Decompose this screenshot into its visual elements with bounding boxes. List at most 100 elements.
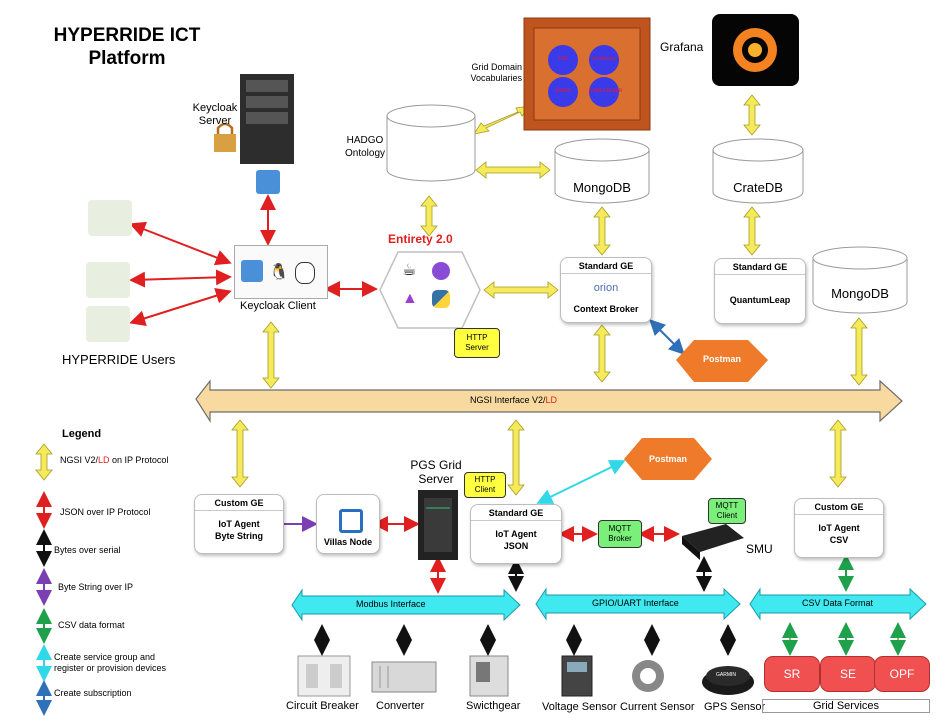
- postman-mid-label: Postman: [648, 454, 687, 464]
- vocab-graphic: [523, 17, 651, 131]
- json-agent-header: Standard GE: [488, 508, 544, 518]
- keycloak-server-graphic: [240, 74, 294, 194]
- pgs-server-graphic: [418, 490, 458, 560]
- circuit-breaker-label: Circuit Breaker: [286, 700, 359, 712]
- current-sensor-label: Current Sensor: [620, 701, 695, 713]
- orion-header: Standard GE: [578, 261, 634, 271]
- circuit-breaker-graphic: [297, 655, 351, 697]
- mongodb-right-label: MongoDB: [831, 286, 889, 301]
- villas-label: Villas Node: [323, 537, 373, 547]
- byte-agent-divider: [195, 510, 283, 511]
- grid-service-opf: OPF: [874, 656, 930, 692]
- yellow-arrow-bus-byteagent: [231, 419, 249, 488]
- http-client-line2: Client: [474, 485, 496, 494]
- csv-agent-ge-box: Custom GE IoT Agent CSV: [794, 498, 884, 558]
- byte-agent-line1: IoT Agent: [218, 519, 260, 529]
- villas-box: Villas Node: [316, 494, 380, 554]
- csv-agent-divider: [795, 514, 883, 515]
- smu-label: SMU: [746, 542, 773, 556]
- json-agent-divider: [471, 520, 561, 521]
- entirety-hexagon: [379, 251, 481, 329]
- user-desk-icon-1: [88, 200, 132, 236]
- mqtt-broker-line2: Broker: [608, 534, 632, 543]
- mqtt-client-line1: MQTT: [715, 501, 739, 510]
- smu-graphic: [682, 524, 744, 560]
- yellow-arrow-hadgo-entirety: [420, 195, 438, 237]
- vocab-label: Grid Domain Vocabularies: [462, 62, 522, 84]
- grid-services-label: Grid Services: [762, 699, 930, 713]
- json-agent-line2: JSON: [503, 541, 529, 551]
- voltage-sensor-label: Voltage Sensor: [542, 701, 617, 713]
- vocab-item-saref4ener: SAREF4ENER: [589, 88, 623, 94]
- yellow-arrow-entirety-orion: [483, 281, 559, 299]
- csv-format-label: CSV Data Format: [802, 598, 874, 608]
- legend-item-bytes: Bytes over serial: [54, 545, 121, 555]
- orion-name: Context Broker: [573, 304, 639, 314]
- red-arrow-user1: [129, 221, 232, 266]
- byte-agent-ge-box: Custom GE IoT Agent Byte String: [194, 494, 284, 554]
- gpio-bus-arrow: [535, 587, 741, 621]
- byte-agent-header: Custom GE: [214, 498, 264, 508]
- grid-service-sr: SR: [764, 656, 820, 692]
- vocab-item-saref: SAREF: [554, 88, 572, 94]
- legend-item-bytestring: Byte String over IP: [58, 582, 134, 592]
- keycloak-server-line1: Keycloak: [192, 102, 238, 114]
- hadgo-label: HADGO Ontology: [340, 134, 390, 160]
- keycloak-logo-icon: [241, 260, 263, 282]
- kotlin-icon: ▲: [402, 290, 418, 307]
- red-arrow-user2: [129, 269, 232, 288]
- quantumleap-header: Standard GE: [732, 262, 788, 272]
- mongodb-top-cylinder: [554, 138, 650, 204]
- user-desk-icon-2: [86, 262, 130, 298]
- keycloak-client-box: 🐧: [234, 245, 328, 299]
- ngsi-bus-arrow: [195, 379, 903, 424]
- blue-arrow-orion-postman: [649, 319, 685, 355]
- csv-agent-line1: IoT Agent: [818, 523, 860, 533]
- yellow-arrow-orion-bus: [593, 324, 611, 383]
- byte-agent-line2: Byte String: [214, 531, 263, 541]
- python-icon: [432, 290, 450, 308]
- ngsi-bus-text: NGSI Interface V2/: [470, 395, 546, 405]
- http-server-line2: Server: [465, 343, 489, 352]
- current-sensor-graphic: [632, 660, 664, 692]
- hadgo-line2: Ontology: [344, 148, 386, 159]
- modbus-bus-arrow: [291, 588, 521, 622]
- orion-ge-box: Standard GE orion Context Broker: [560, 257, 652, 323]
- cratedb-label: CrateDB: [733, 180, 783, 195]
- yellow-arrow-vocab-hadgo: [473, 105, 531, 135]
- http-client-line1: HTTP: [474, 475, 496, 484]
- keycloak-client-label: Keycloak Client: [240, 300, 316, 312]
- villas-logo-icon: [339, 509, 363, 533]
- csv-bus-arrow: [749, 587, 927, 621]
- gps-sensor-graphic: [702, 666, 754, 695]
- yellow-arrow-hadgo-mongo: [475, 161, 551, 179]
- ngsi-bus-ld: LD: [545, 395, 558, 405]
- switchgear-label: Swicthgear: [466, 700, 521, 712]
- orion-logo: orion: [593, 282, 619, 294]
- grafana-logo: [712, 14, 799, 86]
- vocab-line1: Grid Domain: [471, 62, 522, 72]
- legend-title: Legend: [62, 428, 102, 440]
- yellow-arrow-mongo-right-bus: [850, 317, 868, 386]
- cratedb-cylinder: [712, 138, 804, 204]
- yellow-arrow-crate-ql: [743, 206, 761, 256]
- gps-sensor-label: GPS Sensor: [704, 701, 766, 713]
- postman-mid-hexagon: [624, 438, 712, 480]
- json-agent-line1: IoT Agent: [495, 529, 537, 539]
- csv-agent-line2: CSV: [829, 535, 849, 545]
- pgs-line1: PGS Grid: [410, 458, 462, 472]
- keycloak-server-label: Keycloak Server: [192, 102, 238, 128]
- quantumleap-ge-box: Standard GE QuantumLeap: [714, 258, 806, 324]
- ngsi-bus-label: NGSI Interface V2/LD: [470, 395, 557, 405]
- switchgear-graphic: [469, 655, 509, 697]
- diagram-title: HYPERRIDE ICT Platform: [52, 24, 202, 70]
- pgs-label: PGS Grid Server: [408, 458, 464, 486]
- legend-ngsi-post: on IP Protocol: [109, 455, 169, 465]
- quantumleap-name: QuantumLeap: [729, 295, 791, 305]
- yellow-arrow-bus-csvagent: [829, 419, 847, 488]
- voltage-sensor-graphic: [561, 655, 593, 697]
- pgs-line2: Server: [418, 472, 454, 486]
